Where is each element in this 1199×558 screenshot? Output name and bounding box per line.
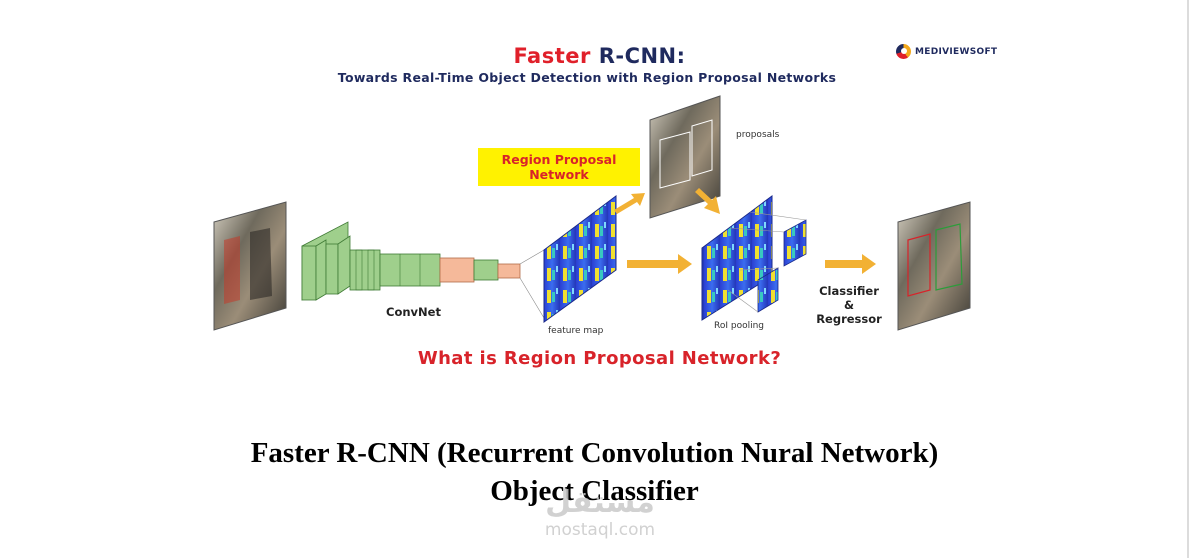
figure-caption: Faster R-CNN (Recurrent Convolution Nura… (0, 434, 1189, 510)
rcnn-diagram (213, 95, 971, 331)
document-edge (1187, 0, 1189, 558)
slide-question: What is Region Proposal Network? (417, 348, 782, 369)
logo-text: MEDIVIEWSOFT (915, 46, 998, 57)
title-rcnn: R-CNN: (598, 44, 686, 68)
region-proposal-network-box: Region Proposal Network (478, 148, 640, 186)
caption-line-1: Faster R-CNN (Recurrent Convolution Nura… (250, 437, 939, 469)
logo-mark-icon (896, 44, 911, 59)
roi-pooling-label: RoI pooling (714, 321, 765, 331)
caption-line-2: Object Classifier (490, 475, 699, 507)
mostaql-watermark: مستقل mostaql.com (520, 485, 680, 541)
feature-map-label: feature map (548, 326, 604, 336)
input-image (213, 201, 287, 331)
slide-title: Faster R-CNN: (0, 44, 1199, 68)
company-logo: MEDIVIEWSOFT (896, 44, 997, 59)
roi-pooling (701, 195, 807, 321)
feature-map (519, 195, 617, 323)
title-faster: Faster (513, 44, 591, 68)
output-image (897, 201, 971, 331)
proposals-image (649, 95, 721, 219)
slide-subtitle: Towards Real-Time Object Detection with … (337, 70, 837, 85)
arrow-icon (614, 188, 876, 274)
watermark-arabic: مستقل (545, 485, 655, 520)
classifier-regressor-label: Classifier & Regressor (816, 284, 882, 326)
proposals-label: proposals (736, 130, 780, 140)
watermark-domain: mostaql.com (544, 520, 656, 540)
convnet-label: ConvNet (386, 305, 441, 319)
convnet-layers (301, 221, 521, 301)
